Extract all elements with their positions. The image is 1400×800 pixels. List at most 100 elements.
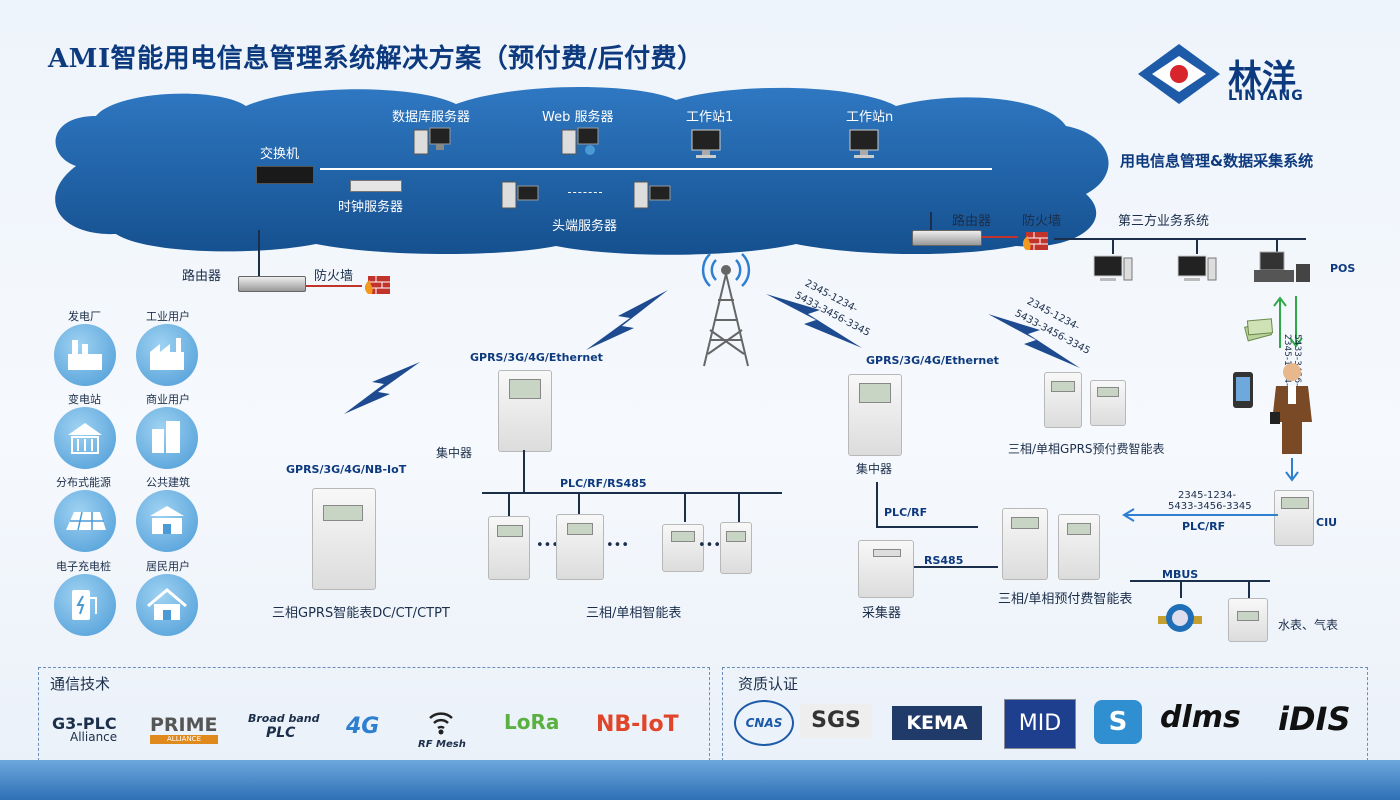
water-meter-icon <box>1158 604 1202 632</box>
right-firewall-label: 防火墙 <box>1022 214 1062 229</box>
prepaid-meter-icon-2 <box>1058 514 1100 580</box>
solar-icon <box>54 490 116 552</box>
prime-logo-sub: ALLIANCE <box>150 735 218 744</box>
left-router-icon <box>238 276 306 292</box>
broadband-plc-logo-sub: PLC <box>266 725 296 741</box>
third-party-bus-line <box>1054 238 1306 240</box>
plc-bus-left <box>482 492 782 494</box>
head-server-icon-1 <box>501 181 539 209</box>
bottom-wave-decoration <box>0 760 1400 800</box>
ellipsis-2: ••• <box>606 538 630 553</box>
head-server-dots <box>568 192 602 193</box>
pos-exchange-arrows <box>1273 296 1303 348</box>
smart-meters-label: 三相/单相智能表 <box>586 606 682 621</box>
lightning-icon-4 <box>988 314 1080 368</box>
left-router-firewall-line <box>306 285 362 287</box>
clock-server-icon <box>350 180 402 192</box>
user-label-3: 商业用户 <box>146 393 190 406</box>
gprs-prepaid-label: 三相/单相GPRS预付费智能表 <box>1008 442 1165 456</box>
third-party-drop-3 <box>1276 238 1278 252</box>
smart-meter-icon-3 <box>662 524 704 572</box>
ciu-label: CIU <box>1316 516 1338 529</box>
public-building-icon <box>136 490 198 552</box>
ellipsis-3: ••• <box>698 538 722 553</box>
idis-logo: iDIS <box>1278 700 1351 738</box>
cnas-logo: CNAS <box>734 700 794 746</box>
rs485-label: RS485 <box>924 554 964 567</box>
db-server-icon <box>413 127 451 155</box>
third-party-pc-icon-1 <box>1093 255 1133 281</box>
concentrator-left-drop <box>523 450 525 494</box>
plc-rf-label-2: PLC/RF <box>1182 520 1226 533</box>
power-plant-icon <box>54 324 116 386</box>
plc-drop-4 <box>738 492 740 522</box>
logo-en: LINYANG <box>1228 88 1304 104</box>
cash-icon <box>1244 318 1274 342</box>
mbus-drop-2 <box>1248 580 1250 598</box>
mbus-label: MBUS <box>1162 568 1199 581</box>
third-party-label: 第三方业务系统 <box>1118 214 1210 229</box>
gprs-eth-right-label: GPRS/3G/4G/Ethernet <box>866 354 999 367</box>
substation-icon <box>54 407 116 469</box>
comm-tech-title: 通信技术 <box>50 675 111 693</box>
user-label-6: 电子充电桩 <box>56 560 111 573</box>
left-firewall-icon <box>364 276 390 294</box>
workstationn-icon <box>849 129 879 158</box>
rf-mesh-icon <box>429 712 453 735</box>
plc-drop-2 <box>578 492 580 514</box>
db-server-label: 数据库服务器 <box>392 110 471 125</box>
user-label-4: 分布式能源 <box>56 476 111 489</box>
left-uplink-line <box>258 230 260 278</box>
cert-title: 资质认证 <box>738 675 799 693</box>
workstationn-label: 工作站n <box>846 110 894 125</box>
gprs-prepaid-meter-icon-2 <box>1090 380 1126 426</box>
pos-terminal-icon <box>1254 251 1310 282</box>
cloud-bus-line <box>320 168 992 170</box>
industrial-icon <box>136 324 198 386</box>
head-server-label: 头端服务器 <box>552 219 618 234</box>
web-server-label: Web 服务器 <box>542 110 614 125</box>
ellipsis-1: ••• <box>536 538 560 553</box>
mbus-drop-1 <box>1180 580 1182 598</box>
gprs-meter-label: 三相GPRS智能表DC/CT/CTPT <box>272 606 450 621</box>
system-title: 用电信息管理&数据采集系统 <box>1120 152 1314 170</box>
third-party-drop-2 <box>1196 238 1198 254</box>
gprs-eth-left-label: GPRS/3G/4G/Ethernet <box>470 351 603 364</box>
mobile-phone-icon <box>1233 372 1253 408</box>
concentrator-right-label: 集中器 <box>856 462 893 476</box>
user-label-1: 工业用户 <box>146 310 190 323</box>
smart-meter-icon-4 <box>720 522 752 574</box>
concentrator-left-label: 集中器 <box>436 446 473 460</box>
plc-rf-label-1: PLC/RF <box>884 506 928 519</box>
ciu-device-icon <box>1274 490 1314 546</box>
third-party-drop-1 <box>1112 238 1114 254</box>
ciu-to-meter-arrow <box>1122 508 1278 522</box>
right-router-firewall-line <box>982 236 1018 238</box>
lora-logo: LoRa <box>504 710 560 734</box>
gprs-meter-icon <box>312 488 376 590</box>
prepaid-meters-label: 三相/单相预付费智能表 <box>998 592 1133 607</box>
linyang-logo-icon <box>1138 44 1220 104</box>
nbiot-logo: NB-IoT <box>596 712 679 737</box>
prime-logo: PRIME <box>150 714 218 736</box>
mbus-line <box>1130 580 1270 582</box>
switch-label: 交换机 <box>260 147 300 162</box>
water-gas-label: 水表、气表 <box>1278 618 1339 632</box>
g3plc-logo-sub: Alliance <box>70 730 118 744</box>
concentrator-right-icon <box>848 374 902 456</box>
customer-person-icon <box>1270 363 1312 454</box>
switch-icon <box>256 166 314 184</box>
residential-icon <box>136 574 198 636</box>
cell-tower-icon <box>701 253 751 367</box>
collector-label: 采集器 <box>862 606 902 621</box>
workstation1-icon <box>691 129 721 158</box>
user-label-7: 居民用户 <box>146 560 190 573</box>
clock-server-label: 时钟服务器 <box>338 200 404 215</box>
concentrator-left-icon <box>498 370 552 452</box>
right-router-icon <box>912 230 982 246</box>
down-arrow-icon <box>1285 458 1299 482</box>
third-party-pc-icon-2 <box>1177 255 1217 281</box>
user-label-2: 变电站 <box>68 393 101 406</box>
workstation1-label: 工作站1 <box>686 110 734 125</box>
lightning-icon-1 <box>586 290 668 350</box>
